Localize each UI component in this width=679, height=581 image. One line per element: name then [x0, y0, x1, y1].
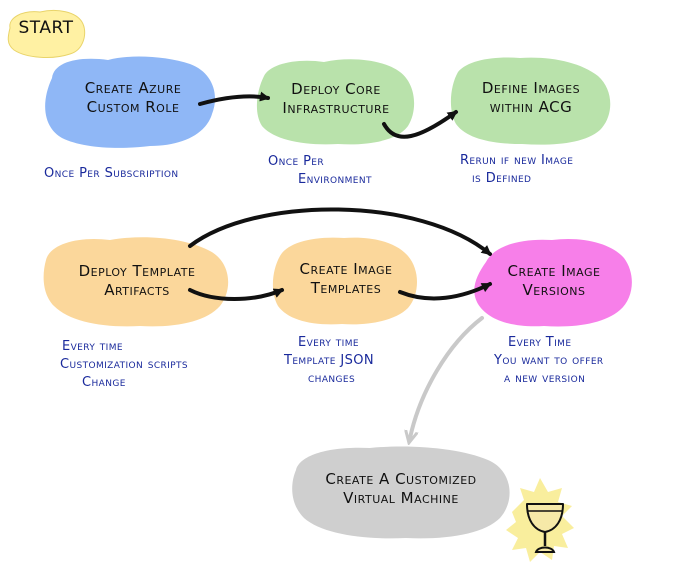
- note-every-time-scripts: Every time Customization scripts Change: [60, 339, 189, 390]
- define-images-within-acg-node: [450, 57, 611, 145]
- arrow-infrastructure-to-images: [382, 110, 458, 139]
- create-image-versions-node: [474, 238, 632, 327]
- note-once-per-subscription: Once Per Subscription: [44, 166, 179, 181]
- note-every-time-new-version: Every Time You want to offer a new versi…: [494, 335, 604, 386]
- arrow-artifacts-to-templates: [188, 288, 284, 301]
- note-once-per-environment: Once Per Environment: [268, 154, 372, 187]
- deploy-template-artifacts-node: [43, 237, 229, 327]
- note-every-time-template-json: Every time Template JSON changes: [284, 335, 375, 386]
- start-badge: [7, 9, 86, 58]
- arrow-artifacts-to-versions: [188, 207, 492, 256]
- create-customized-vm-node: [292, 446, 510, 539]
- arrow-templates-to-versions: [398, 282, 492, 301]
- note-rerun-if-new-image: Rerun if new Image is Defined: [460, 153, 574, 186]
- deploy-core-infrastructure-node: [256, 59, 415, 145]
- create-image-templates-node: [272, 237, 417, 325]
- arrow-versions-to-vm: [410, 316, 484, 438]
- create-azure-custom-role-node: [45, 56, 216, 148]
- start-label: START: [18, 18, 74, 38]
- arrow-role-to-infrastructure: [198, 91, 270, 106]
- holy-grail-icon: [506, 478, 574, 562]
